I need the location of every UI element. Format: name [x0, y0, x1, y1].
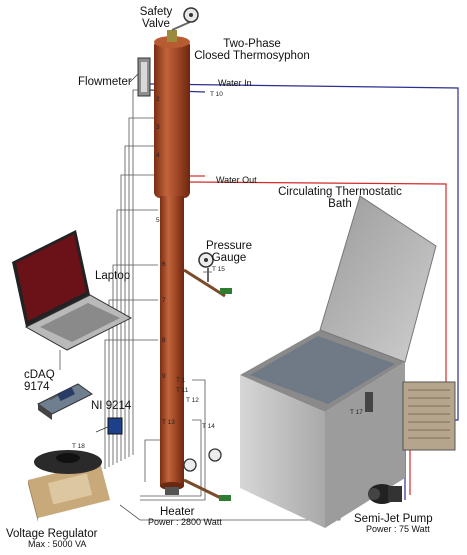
pressure-gauge-label-line2: Gauge — [211, 252, 247, 265]
thermocouple-t14: T 14 — [202, 423, 215, 430]
cdaq-label: cDAQ 9174 — [24, 369, 55, 393]
thermocouple-6: 6 — [162, 261, 166, 268]
thermocouple-t15: T 15 — [212, 266, 225, 273]
thermocouple-9: 9 — [162, 373, 166, 380]
laptop-label: Laptop — [95, 270, 131, 282]
pump-label: Semi-Jet Pump — [354, 513, 433, 525]
safety-valve-label: Safety Valve — [136, 6, 176, 30]
thermocouple-5: 5 — [156, 217, 160, 224]
bath-label: Circulating Thermostatic Bath — [275, 186, 405, 210]
thermocouple-3: 3 — [156, 124, 160, 131]
flowmeter-device — [137, 57, 151, 97]
thermostatic-bath — [240, 195, 456, 528]
laptop-device — [12, 230, 133, 351]
leader-lines — [49, 73, 139, 433]
pressure-gauge-upper — [183, 252, 232, 298]
safety-valve-label-line2: Valve — [142, 18, 170, 31]
pressure-gauge-label-line1: Pressure — [206, 240, 253, 252]
regulator-max-label: Max : 5000 VA — [28, 539, 87, 549]
ni-module-device — [107, 417, 123, 435]
bath-label-line1: Circulating Thermostatic — [278, 186, 402, 198]
thermocouple-4: 4 — [156, 152, 160, 159]
bath-label-line2: Bath — [328, 198, 352, 211]
thermocouple-7: 7 — [162, 297, 166, 304]
thermosyphon-condenser — [154, 36, 190, 198]
thermocouple-t18: T 18 — [72, 443, 85, 450]
heater-label: Heater — [160, 506, 195, 518]
voltage-regulator-device — [28, 450, 110, 522]
thermocouple-t17: T 17 — [350, 409, 363, 416]
regulator-label: Voltage Regulator — [6, 528, 98, 540]
thermosyphon-label-line2: Closed Thermosyphon — [194, 50, 310, 63]
ni-module-label: NI 9214 — [91, 400, 132, 412]
thermocouple-wires — [104, 89, 365, 521]
thermosyphon-label: Two-Phase Closed Thermosyphon — [190, 38, 314, 62]
semi-jet-pump-device — [368, 484, 402, 504]
cdaq-label-line2: 9174 — [24, 381, 50, 394]
thermocouple-t11: T 11 — [176, 387, 189, 394]
heater-power-label: Power : 2800 Watt — [148, 517, 222, 527]
cdaq-label-line1: cDAQ — [24, 369, 55, 381]
pressure-gauge-label: Pressure Gauge — [206, 240, 252, 264]
water-in-label: Water In — [218, 78, 252, 88]
safety-valve — [167, 7, 199, 42]
safety-valve-label-line1: Safety — [139, 6, 173, 18]
thermocouple-t1: T 1 — [176, 377, 186, 384]
pressure-gauge-lower — [165, 448, 231, 502]
flowmeter-label: Flowmeter — [78, 76, 132, 88]
thermocouple-t12: T 12 — [186, 397, 199, 404]
thermocouple-t13: T 13 — [162, 419, 175, 426]
pump-power-label: Power : 75 Watt — [366, 524, 430, 534]
cdaq-device — [37, 383, 93, 420]
thermocouple-8: 8 — [162, 337, 166, 344]
thermocouple-t10: T 10 — [210, 91, 223, 98]
thermosyphon-label-line1: Two-Phase — [223, 38, 281, 50]
thermocouple-2: 2 — [156, 96, 160, 103]
water-out-label: Water Out — [216, 175, 257, 185]
